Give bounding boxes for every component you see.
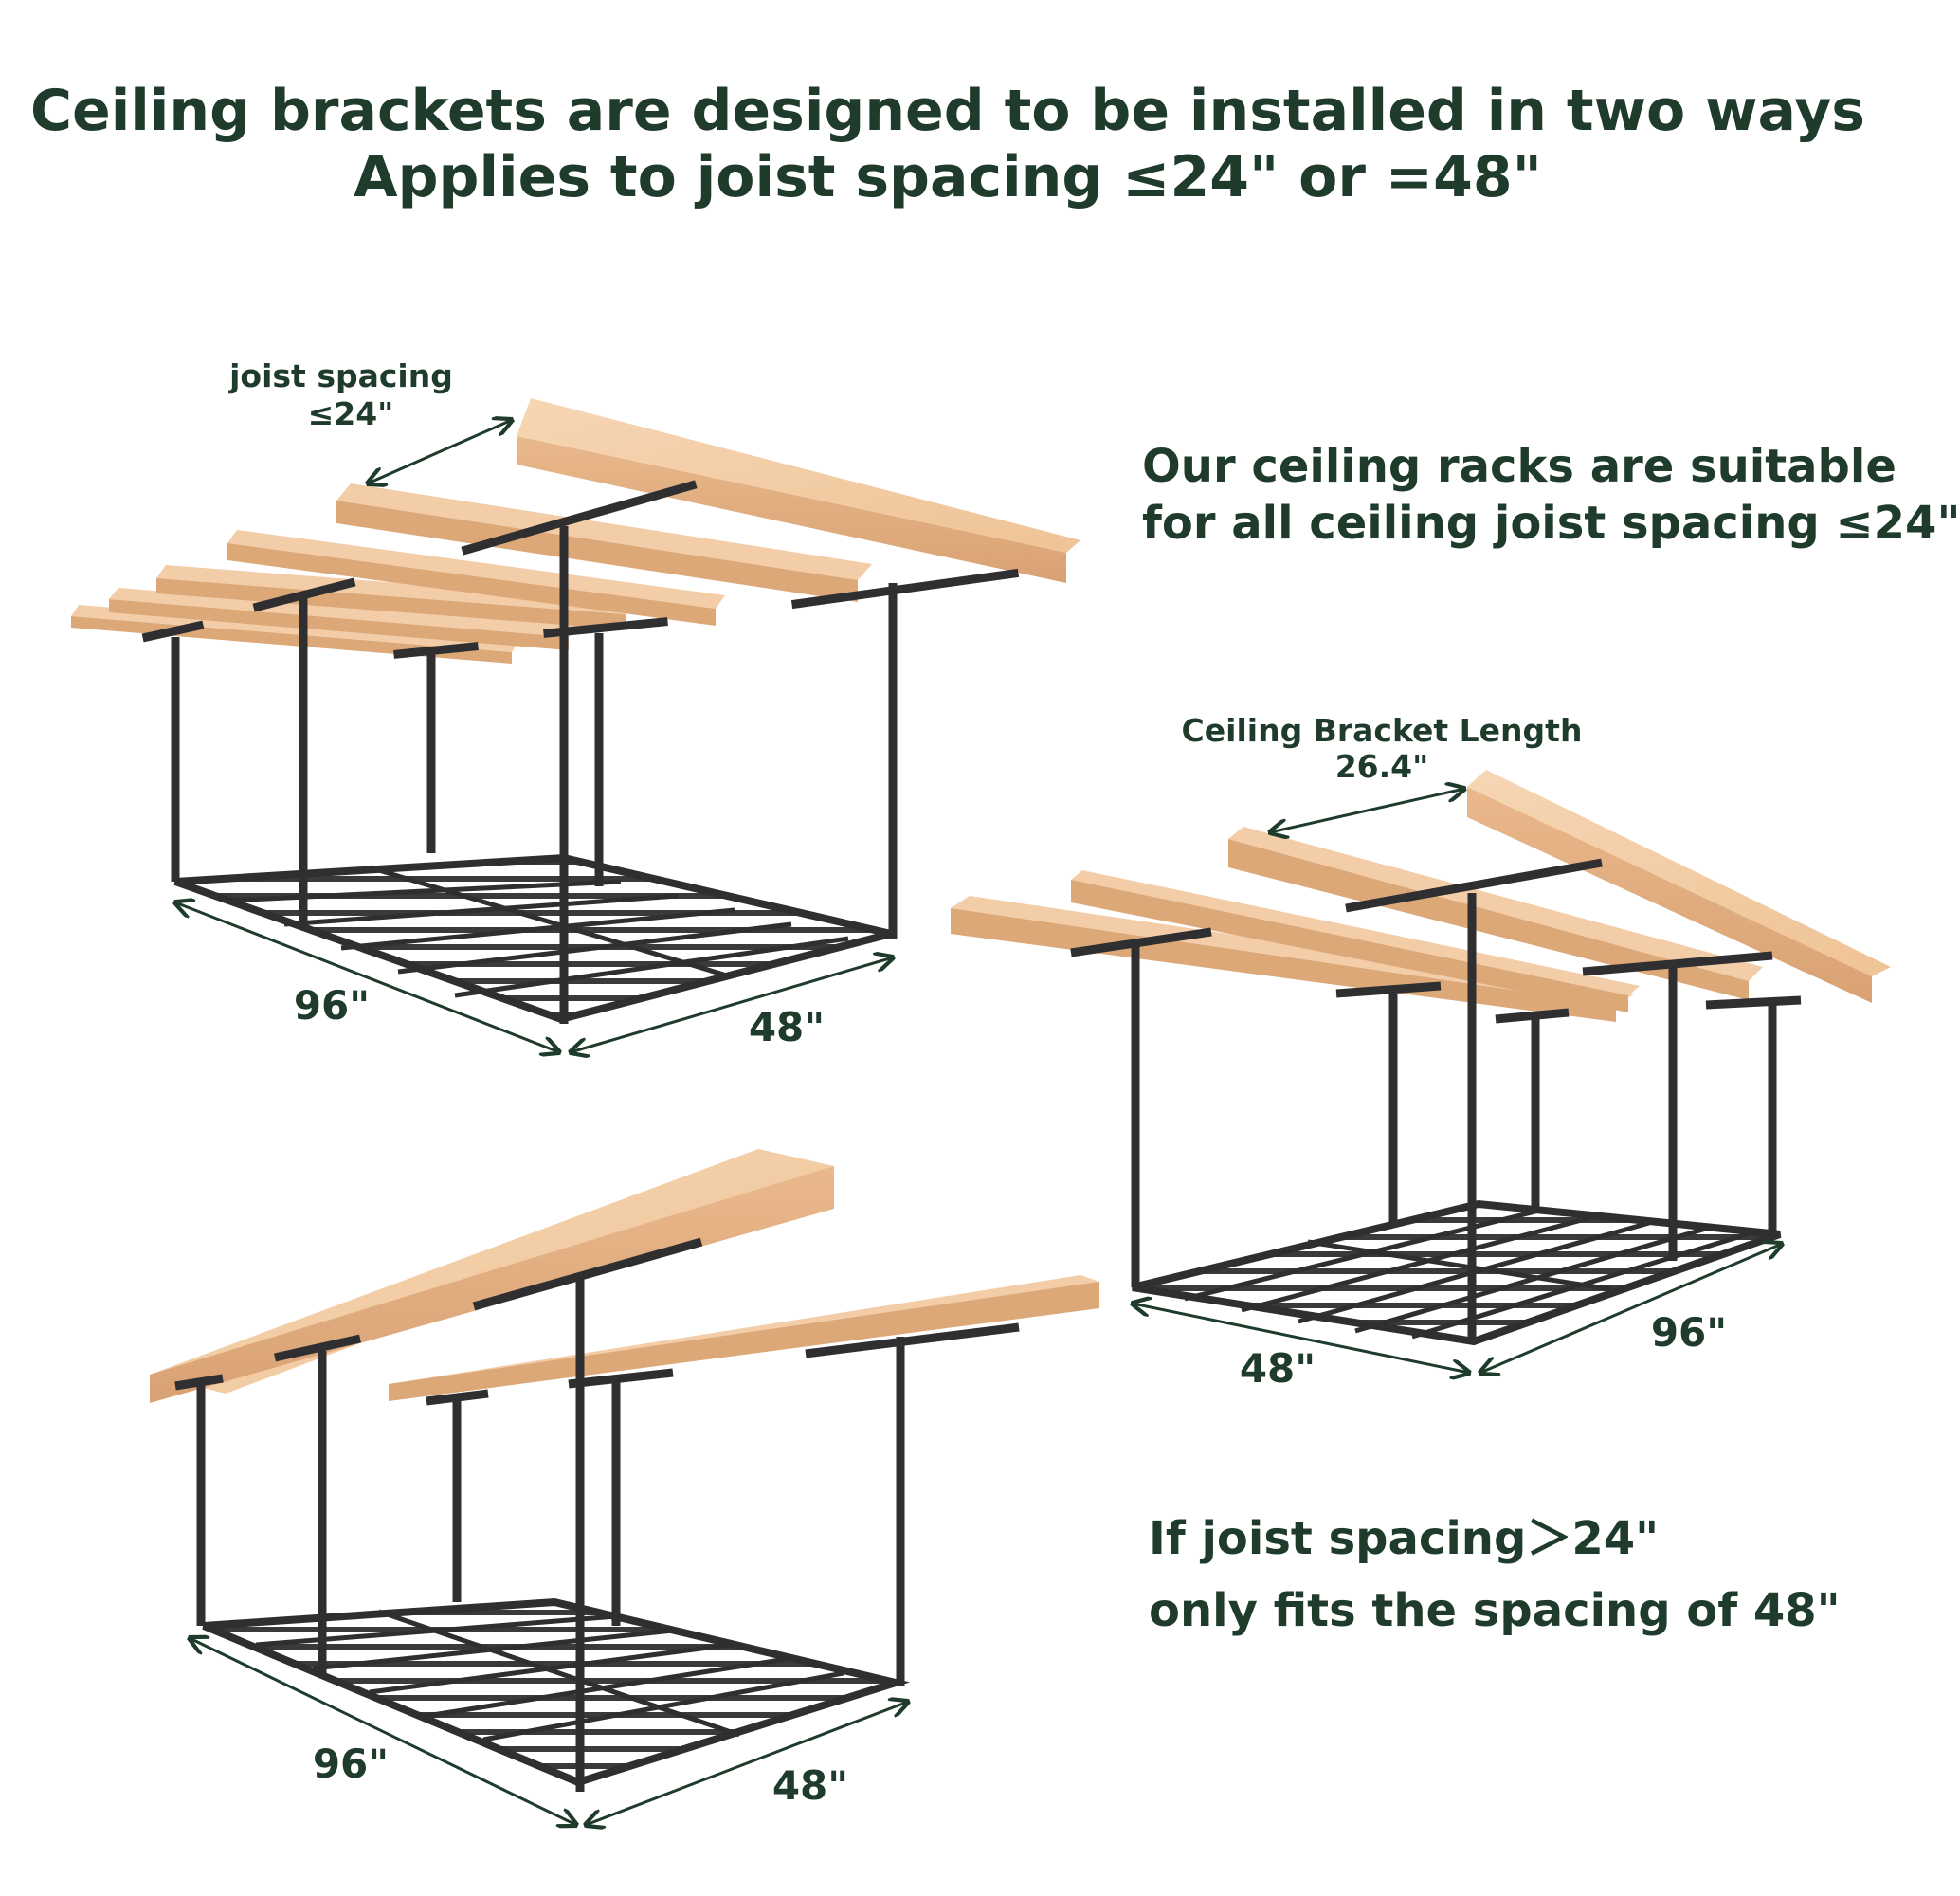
joist-spacing-label: joist spacing <box>227 357 453 394</box>
bracket-length-value: 26.4" <box>1335 748 1429 785</box>
note-joist-48: If joist spacing＞24" only fits the spaci… <box>1149 1503 1841 1647</box>
note-joist-48-line2: only fits the spacing of 48" <box>1149 1584 1841 1637</box>
length-label: 96" <box>313 1741 389 1787</box>
note-joist-24-line1: Our ceiling racks are suitable <box>1142 440 1896 493</box>
length-label: 96" <box>294 982 370 1029</box>
length-dimension-arrow <box>190 1638 576 1825</box>
ceiling-brackets <box>174 1237 1020 1406</box>
joist-beams <box>150 1149 1099 1403</box>
rack-illustrations: joist spacing ≤24" 96" 48" <box>71 357 1891 1896</box>
rack-deck <box>173 853 893 1024</box>
rack-deck <box>202 1597 911 1787</box>
width-dimension-arrow <box>1133 1304 1469 1373</box>
note-joist-48-line1: If joist spacing＞24" <box>1149 1512 1660 1565</box>
page-subtitle: Applies to joist spacing ≤24" or =48" <box>354 144 1542 210</box>
bracket-length-arrow <box>1270 789 1464 832</box>
ceiling-brackets <box>141 480 1020 659</box>
page-title: Ceiling brackets are designed to be inst… <box>29 78 1866 144</box>
width-dimension-arrow <box>571 957 893 1052</box>
ceiling-brackets <box>1070 858 1802 1024</box>
joist-beams <box>71 398 1080 664</box>
rack-right: Ceiling Bracket Length 26.4" 48" 96" <box>951 712 1891 1392</box>
joist-beams <box>951 770 1891 1022</box>
length-label: 96" <box>1651 1309 1727 1356</box>
bracket-length-label: Ceiling Bracket Length <box>1182 712 1583 749</box>
rack-bottom-left: 96" 48" <box>150 1149 1099 1825</box>
note-joist-24: Our ceiling racks are suitable for all c… <box>1142 438 1960 552</box>
rack-top-left: joist spacing ≤24" 96" 48" <box>71 357 1080 1052</box>
width-label: 48" <box>1240 1345 1316 1392</box>
length-dimension-arrow <box>1480 1244 1782 1373</box>
width-label: 48" <box>749 1004 825 1050</box>
width-label: 48" <box>772 1762 848 1809</box>
joist-spacing-arrow <box>368 420 512 483</box>
uprights <box>1131 893 1777 1344</box>
length-dimension-arrow <box>175 902 559 1052</box>
width-dimension-arrow <box>586 1702 908 1825</box>
joist-spacing-value: ≤24" <box>308 395 394 432</box>
note-joist-24-line2: for all ceiling joist spacing ≤24" <box>1142 497 1960 550</box>
